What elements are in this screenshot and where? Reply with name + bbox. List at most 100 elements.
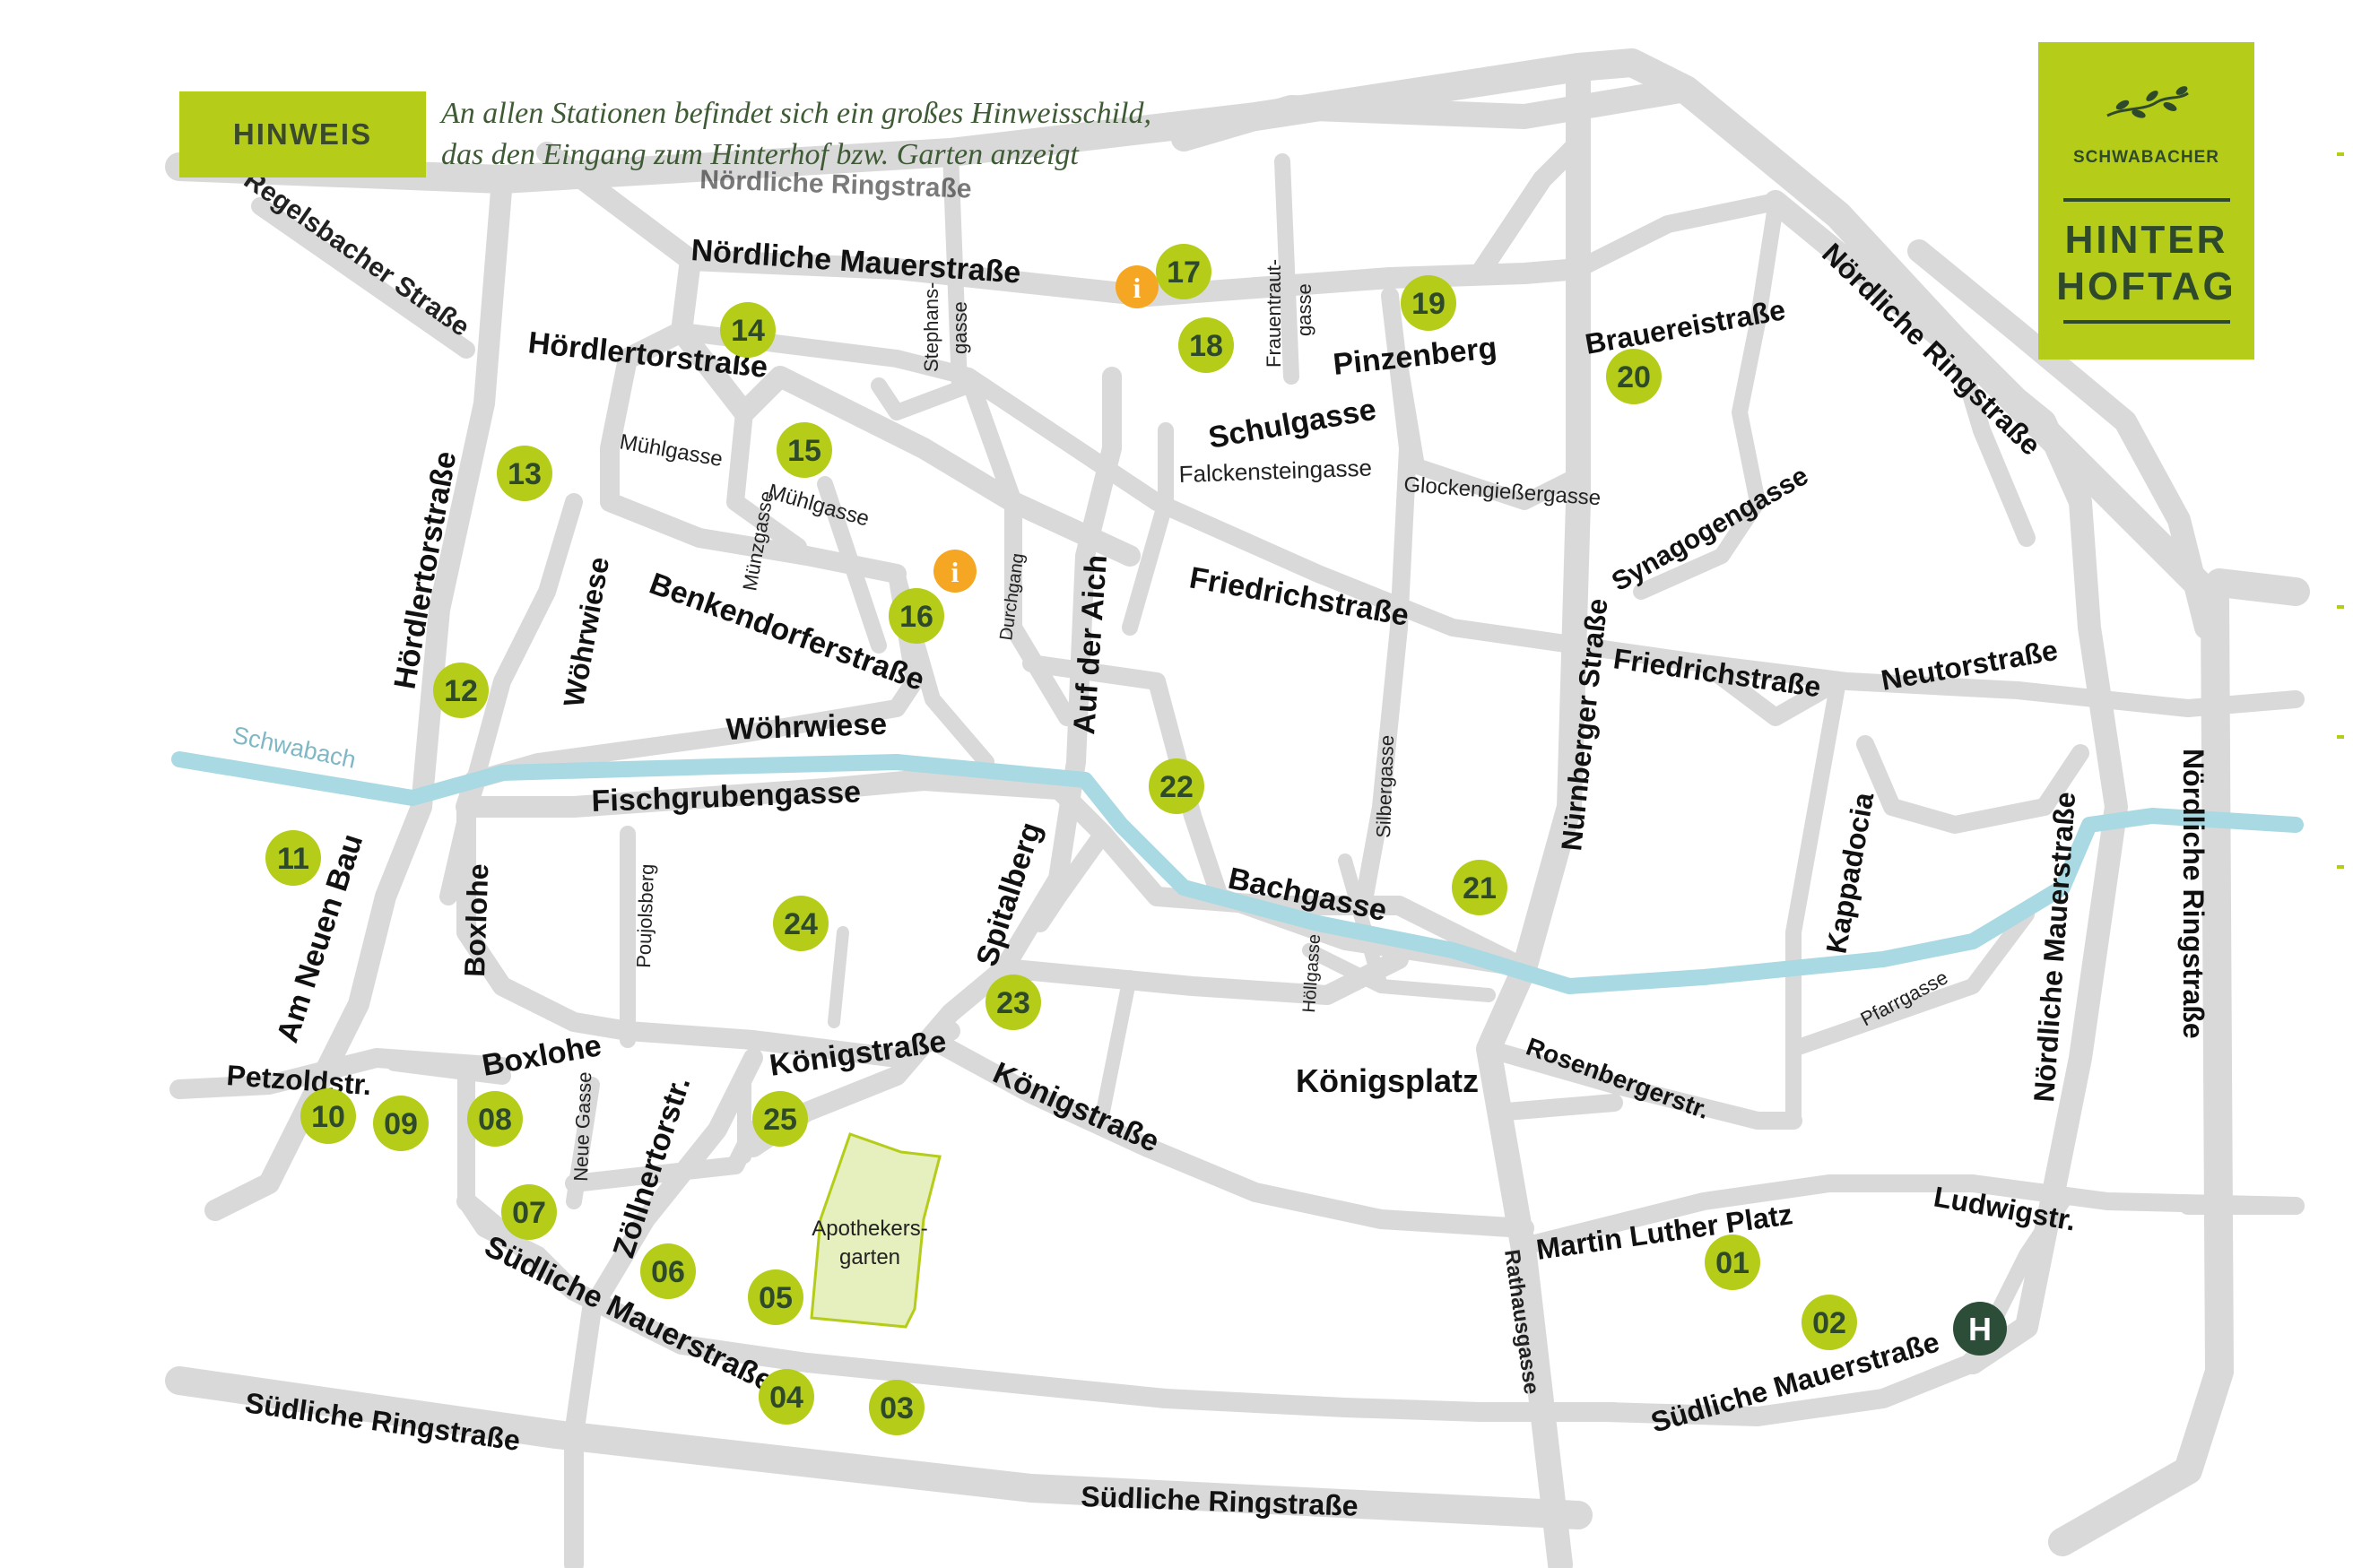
svg-text:25: 25	[763, 1103, 797, 1137]
street-woehrwiese-v: Wöhrwiese	[557, 555, 615, 710]
hint-line-1: An allen Stationen befindet sich ein gro…	[441, 97, 1151, 130]
svg-text:24: 24	[784, 907, 818, 941]
street-silbergasse: Silbergasse	[1372, 734, 1398, 838]
street-stephansgasse-2: gasse	[949, 301, 971, 354]
apothekersgarten-park	[810, 1132, 942, 1329]
street-suedl-ring-c: Südliche Ringstraße	[1081, 1480, 1359, 1522]
station-25[interactable]: 25	[752, 1091, 808, 1147]
logo-divider	[2063, 198, 2230, 202]
svg-text:15: 15	[787, 434, 821, 468]
station-markers: 01 02 03 04 05 06 07 08 09 10 11 12 13 1…	[265, 244, 1857, 1435]
station-12[interactable]: 12	[433, 663, 489, 718]
street-kappadocia: Kappadocia	[1819, 790, 1880, 956]
street-fischgruben: Fischgrubengasse	[591, 775, 862, 819]
street-synagogen: Synagogengasse	[1607, 461, 1813, 597]
road-network	[165, 48, 2310, 1568]
street-falckenstein: Falckensteingasse	[1178, 454, 1372, 487]
station-20[interactable]: 20	[1606, 349, 1662, 404]
park-label-line1: Apothekers-	[812, 1217, 927, 1241]
station-13[interactable]: 13	[497, 446, 552, 501]
svg-text:11: 11	[277, 842, 309, 876]
logo-brand: SCHWABACHER	[2073, 148, 2219, 167]
info-icon: i	[1133, 272, 1142, 304]
station-14[interactable]: 14	[720, 302, 776, 358]
street-stephansgasse-1: Stephans-	[920, 282, 942, 372]
station-17[interactable]: 17	[1156, 244, 1211, 299]
svg-text:07: 07	[512, 1196, 546, 1230]
event-logo: SCHWABACHER HINTER HOFTAG	[2038, 42, 2254, 360]
hint-badge: HINWEIS	[179, 91, 426, 178]
station-10[interactable]: 10	[300, 1088, 356, 1144]
svg-text:01: 01	[1715, 1246, 1750, 1280]
street-frauentraut-1: Frauentraut-	[1263, 259, 1285, 368]
svg-text:05: 05	[759, 1281, 793, 1315]
street-woehrwiese-h: Wöhrwiese	[725, 707, 888, 747]
svg-text:02: 02	[1812, 1306, 1846, 1340]
street-neue-gasse: Neue Gasse	[569, 1071, 595, 1182]
svg-text:09: 09	[384, 1107, 418, 1141]
station-05[interactable]: 05	[748, 1269, 803, 1325]
station-16[interactable]: 16	[889, 588, 944, 644]
svg-text:08: 08	[478, 1103, 512, 1137]
info-marker-center[interactable]: i	[933, 550, 977, 593]
street-regelsbacher: Regelsbacher Straße	[239, 165, 474, 342]
leaf-branch-icon	[2106, 86, 2189, 118]
river-schwabach	[171, 751, 2304, 994]
station-09[interactable]: 09	[373, 1096, 429, 1151]
station-22[interactable]: 22	[1149, 758, 1204, 814]
park-label-line2: garten	[839, 1245, 900, 1269]
street-noerdl-mauer-top: Nördliche Mauerstraße	[690, 233, 1021, 290]
h-marker[interactable]: H	[1953, 1302, 2007, 1356]
info-marker-north[interactable]: i	[1116, 265, 1159, 308]
street-muehlgasse-1: Mühlgasse	[618, 429, 725, 472]
hint-text: An allen Stationen befindet sich ein gro…	[441, 93, 1248, 176]
svg-text:20: 20	[1617, 360, 1651, 394]
svg-text:18: 18	[1189, 329, 1223, 363]
svg-text:19: 19	[1411, 287, 1446, 321]
station-23[interactable]: 23	[985, 975, 1041, 1030]
station-01[interactable]: 01	[1705, 1234, 1760, 1290]
svg-text:04: 04	[769, 1381, 803, 1415]
svg-text:10: 10	[311, 1100, 345, 1134]
h-marker-label: H	[1968, 1311, 1992, 1347]
street-frauentraut-2: gasse	[1293, 283, 1315, 336]
logo-title-line2: HOFTAG	[2056, 264, 2236, 308]
street-pinzenberg: Pinzenberg	[1332, 331, 1498, 382]
svg-text:03: 03	[880, 1391, 914, 1425]
svg-text:06: 06	[651, 1255, 685, 1289]
street-boxlohe-v: Boxlohe	[458, 863, 494, 977]
station-08[interactable]: 08	[467, 1091, 523, 1147]
street-poujolsberg: Poujolsberg	[632, 863, 658, 968]
station-03[interactable]: 03	[869, 1380, 925, 1435]
svg-text:12: 12	[444, 674, 478, 708]
svg-text:21: 21	[1463, 871, 1497, 905]
svg-text:17: 17	[1167, 256, 1201, 290]
station-21[interactable]: 21	[1452, 860, 1507, 915]
info-icon: i	[951, 556, 959, 588]
street-benkendorfer: Benkendorferstraße	[645, 567, 929, 697]
station-04[interactable]: 04	[759, 1369, 814, 1425]
street-noerdl-ring-e: Nördliche Ringstraße	[2177, 749, 2210, 1039]
logo-divider	[2063, 320, 2230, 324]
station-15[interactable]: 15	[777, 422, 832, 478]
station-02[interactable]: 02	[1802, 1295, 1857, 1350]
svg-text:23: 23	[996, 986, 1030, 1020]
station-06[interactable]: 06	[640, 1243, 696, 1299]
street-friedrich-2: Friedrichstraße	[1611, 642, 1823, 703]
logo-title-line1: HINTER	[2064, 218, 2228, 262]
station-18[interactable]: 18	[1178, 317, 1234, 373]
svg-text:16: 16	[899, 600, 933, 634]
station-19[interactable]: 19	[1401, 275, 1456, 331]
station-24[interactable]: 24	[773, 896, 829, 951]
hint-label: HINWEIS	[232, 117, 373, 151]
svg-text:14: 14	[731, 314, 765, 348]
svg-text:22: 22	[1159, 770, 1194, 804]
station-07[interactable]: 07	[501, 1184, 557, 1240]
station-11[interactable]: 11	[265, 830, 321, 886]
edge-marks	[2337, 152, 2344, 869]
street-spitalberg: Spitalberg	[969, 819, 1048, 971]
street-koenig-1: Königstraße	[768, 1025, 949, 1083]
svg-text:13: 13	[508, 457, 542, 491]
street-koenig-2: Königstraße	[988, 1056, 1165, 1159]
